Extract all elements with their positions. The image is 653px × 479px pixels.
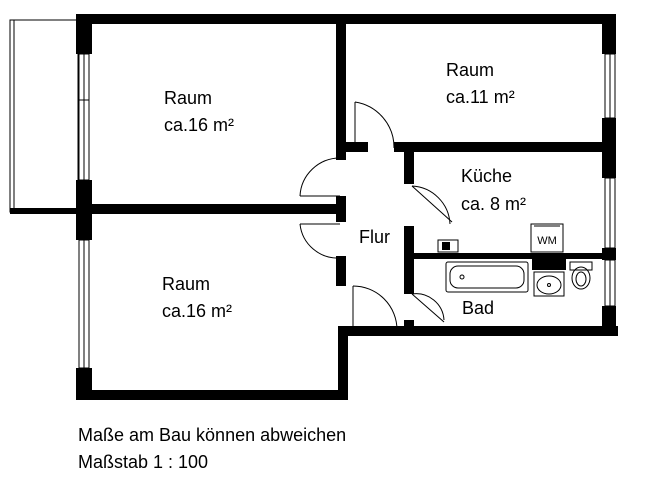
room-2-name: Raum: [446, 60, 494, 80]
kitchen-name: Küche: [461, 166, 512, 186]
room-labels: Raum ca.16 m² Raum ca.11 m² Küche ca. 8 …: [162, 60, 557, 321]
bathtub-icon: [445, 261, 529, 293]
doors: [299, 101, 453, 331]
interior-walls: [80, 24, 606, 332]
door-room-top-left: [299, 157, 341, 197]
balcony: [9, 19, 82, 214]
room-1-name: Raum: [164, 88, 212, 108]
room-3-area: ca.16 m²: [162, 301, 232, 321]
windows: [78, 53, 616, 369]
toilet-icon: [569, 261, 593, 290]
door-room-bottom-left: [299, 223, 341, 259]
bathroom-name: Bad: [462, 298, 494, 318]
room-3-name: Raum: [162, 274, 210, 294]
room-1-area: ca.16 m²: [164, 115, 234, 135]
washing-machine-label: WM: [537, 235, 557, 247]
door-kitchen: [411, 185, 453, 225]
fixtures: [437, 223, 593, 297]
kitchen-area: ca. 8 m²: [461, 194, 526, 214]
room-2-area: ca.11 m²: [446, 87, 515, 107]
washing-machine-icon: [530, 223, 564, 253]
stove-icon: [437, 239, 459, 253]
door-bathroom: [411, 293, 445, 323]
scale-note: Maßstab 1 : 100: [78, 452, 209, 472]
door-room-top-right: [354, 101, 395, 149]
sink-icon: [533, 271, 565, 297]
disclaimer-note: Maße am Bau können abweichen: [78, 425, 347, 445]
door-entrance: [352, 285, 398, 331]
outer-walls: [76, 14, 618, 400]
hallway-name: Flur: [359, 227, 390, 247]
bath-wall-block: [532, 256, 566, 270]
